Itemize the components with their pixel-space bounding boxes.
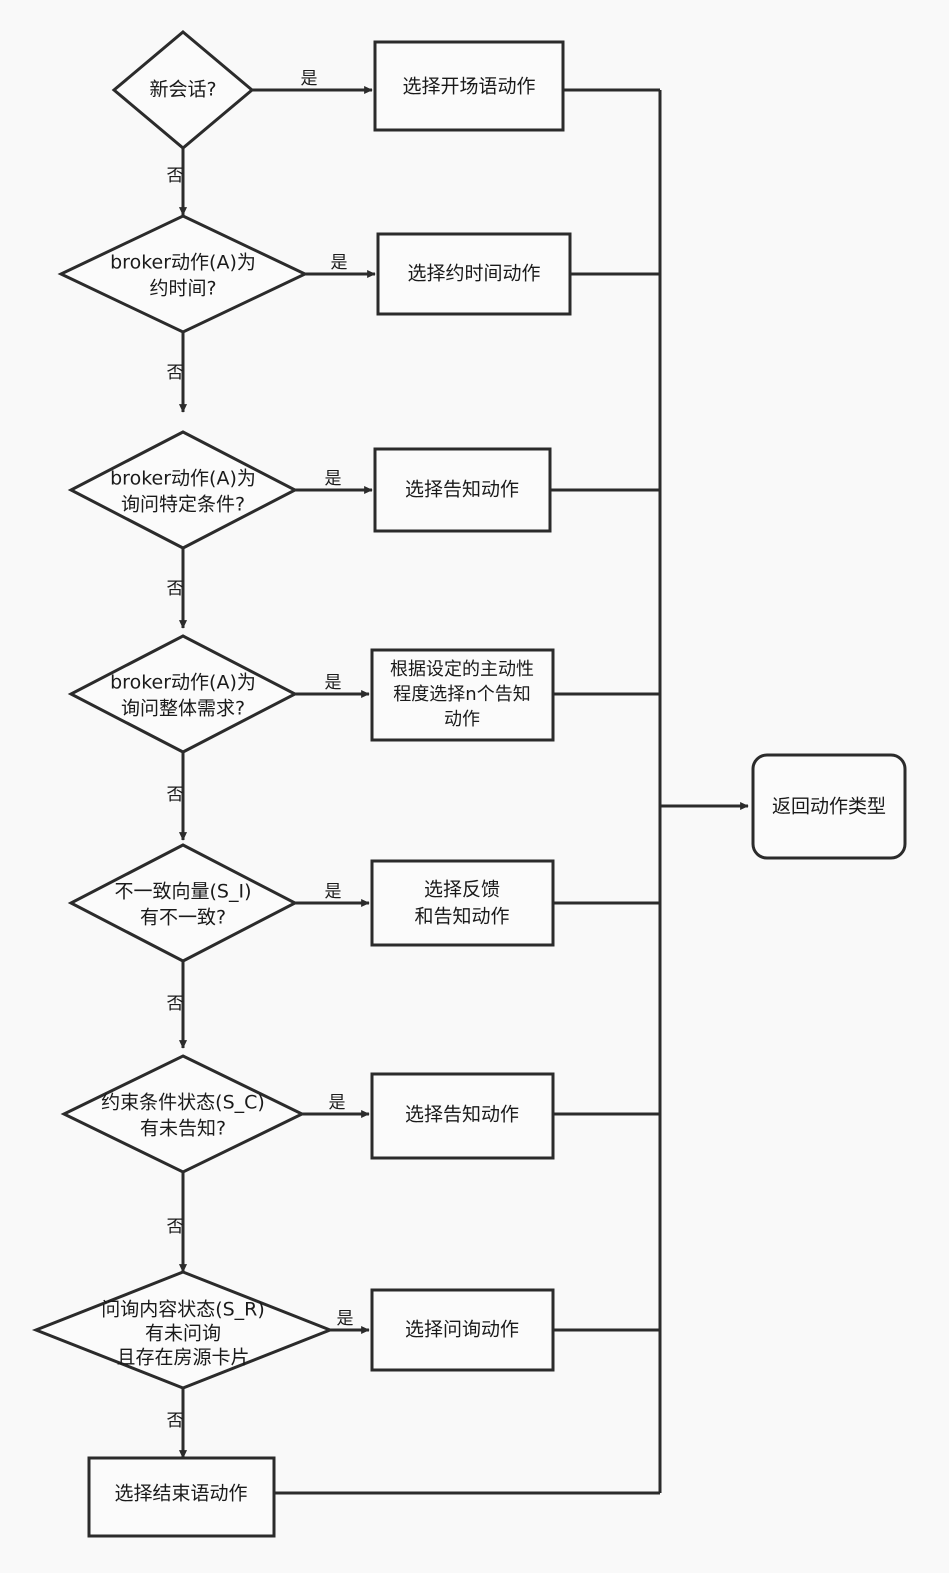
edge-label-d6-no: 否 <box>167 1217 184 1237</box>
edge-label-d7-no: 否 <box>167 1411 184 1431</box>
action-5-line-1: 选择反馈 <box>424 879 500 901</box>
node-action-2[interactable]: 选择约时间动作 <box>376 232 572 316</box>
edge-label-d3-no: 否 <box>167 579 184 599</box>
action-2-line-1: 选择约时间动作 <box>407 263 540 285</box>
edge-label-d4-yes: 是 <box>325 673 342 693</box>
decision-1-line-1: 新会话? <box>149 79 216 101</box>
edge-label-d2-no: 否 <box>167 363 184 383</box>
decision-4-line-1: broker动作(A)为 <box>110 672 256 694</box>
node-action-3[interactable]: 选择告知动作 <box>373 447 552 533</box>
action-4-line-3: 动作 <box>444 709 480 730</box>
node-terminal[interactable]: 返回动作类型 <box>751 753 907 860</box>
edge-label-d5-no: 否 <box>167 994 184 1014</box>
action-7-line-1: 选择问询动作 <box>405 1319 519 1341</box>
edge-label-d1-yes: 是 <box>301 69 318 89</box>
terminal-line-1: 返回动作类型 <box>772 796 886 818</box>
node-action-fallback[interactable]: 选择结束语动作 <box>87 1456 276 1538</box>
action-5-line-2: 和告知动作 <box>414 906 509 928</box>
node-decision-1[interactable]: 新会话? <box>111 30 255 150</box>
edge-label-d4-no: 否 <box>167 785 184 805</box>
action-3-line-1: 选择告知动作 <box>405 479 519 501</box>
node-action-4[interactable]: 根据设定的主动性 程度选择n个告知 动作 <box>370 648 555 742</box>
decision-3-line-2: 询问特定条件? <box>121 494 245 516</box>
decision-2-line-2: 约时间? <box>149 278 216 300</box>
decision-6-line-2: 有未告知? <box>140 1118 226 1140</box>
action-6-line-1: 选择告知动作 <box>405 1104 519 1126</box>
node-decision-5[interactable]: 不一致向量(S_I) 有不一致? <box>67 843 299 963</box>
node-action-7[interactable]: 选择问询动作 <box>370 1288 555 1372</box>
node-decision-4[interactable]: broker动作(A)为 询问整体需求? <box>67 634 299 754</box>
action-fallback-line-1: 选择结束语动作 <box>114 1483 247 1505</box>
node-decision-7[interactable]: 问询内容状态(S_R) 有未问询 且存在房源卡片 <box>31 1270 335 1390</box>
decision-5-line-2: 有不一致? <box>140 907 226 929</box>
decision-3-line-1: broker动作(A)为 <box>110 468 256 490</box>
decision-5-line-1: 不一致向量(S_I) <box>115 881 252 903</box>
edge-label-d2-yes: 是 <box>331 253 348 273</box>
decision-6-line-1: 约束条件状态(S_C) <box>101 1092 265 1114</box>
action-4-line-1: 根据设定的主动性 <box>390 659 534 680</box>
node-decision-3[interactable]: broker动作(A)为 询问特定条件? <box>67 430 299 550</box>
edge-label-d6-yes: 是 <box>329 1093 346 1113</box>
decision-4-line-2: 询问整体需求? <box>121 698 245 720</box>
node-action-6[interactable]: 选择告知动作 <box>370 1072 555 1160</box>
edge-label-d3-yes: 是 <box>325 469 342 489</box>
node-decision-6[interactable]: 约束条件状态(S_C) 有未告知? <box>60 1054 306 1174</box>
node-action-1[interactable]: 选择开场语动作 <box>373 40 565 132</box>
edge-label-d1-no: 否 <box>167 166 184 186</box>
action-4-line-2: 程度选择n个告知 <box>393 684 530 705</box>
node-action-5[interactable]: 选择反馈 和告知动作 <box>370 859 555 947</box>
decision-7-line-2: 有未问询 <box>145 1323 221 1345</box>
action-1-line-1: 选择开场语动作 <box>402 76 535 98</box>
edge-label-d7-yes: 是 <box>337 1309 354 1329</box>
edge-label-d5-yes: 是 <box>325 882 342 902</box>
decision-7-line-1: 问询内容状态(S_R) <box>101 1299 265 1321</box>
decision-2-line-1: broker动作(A)为 <box>110 252 256 274</box>
node-decision-2[interactable]: broker动作(A)为 约时间? <box>57 214 309 334</box>
decision-7-line-3: 且存在房源卡片 <box>116 1347 249 1369</box>
